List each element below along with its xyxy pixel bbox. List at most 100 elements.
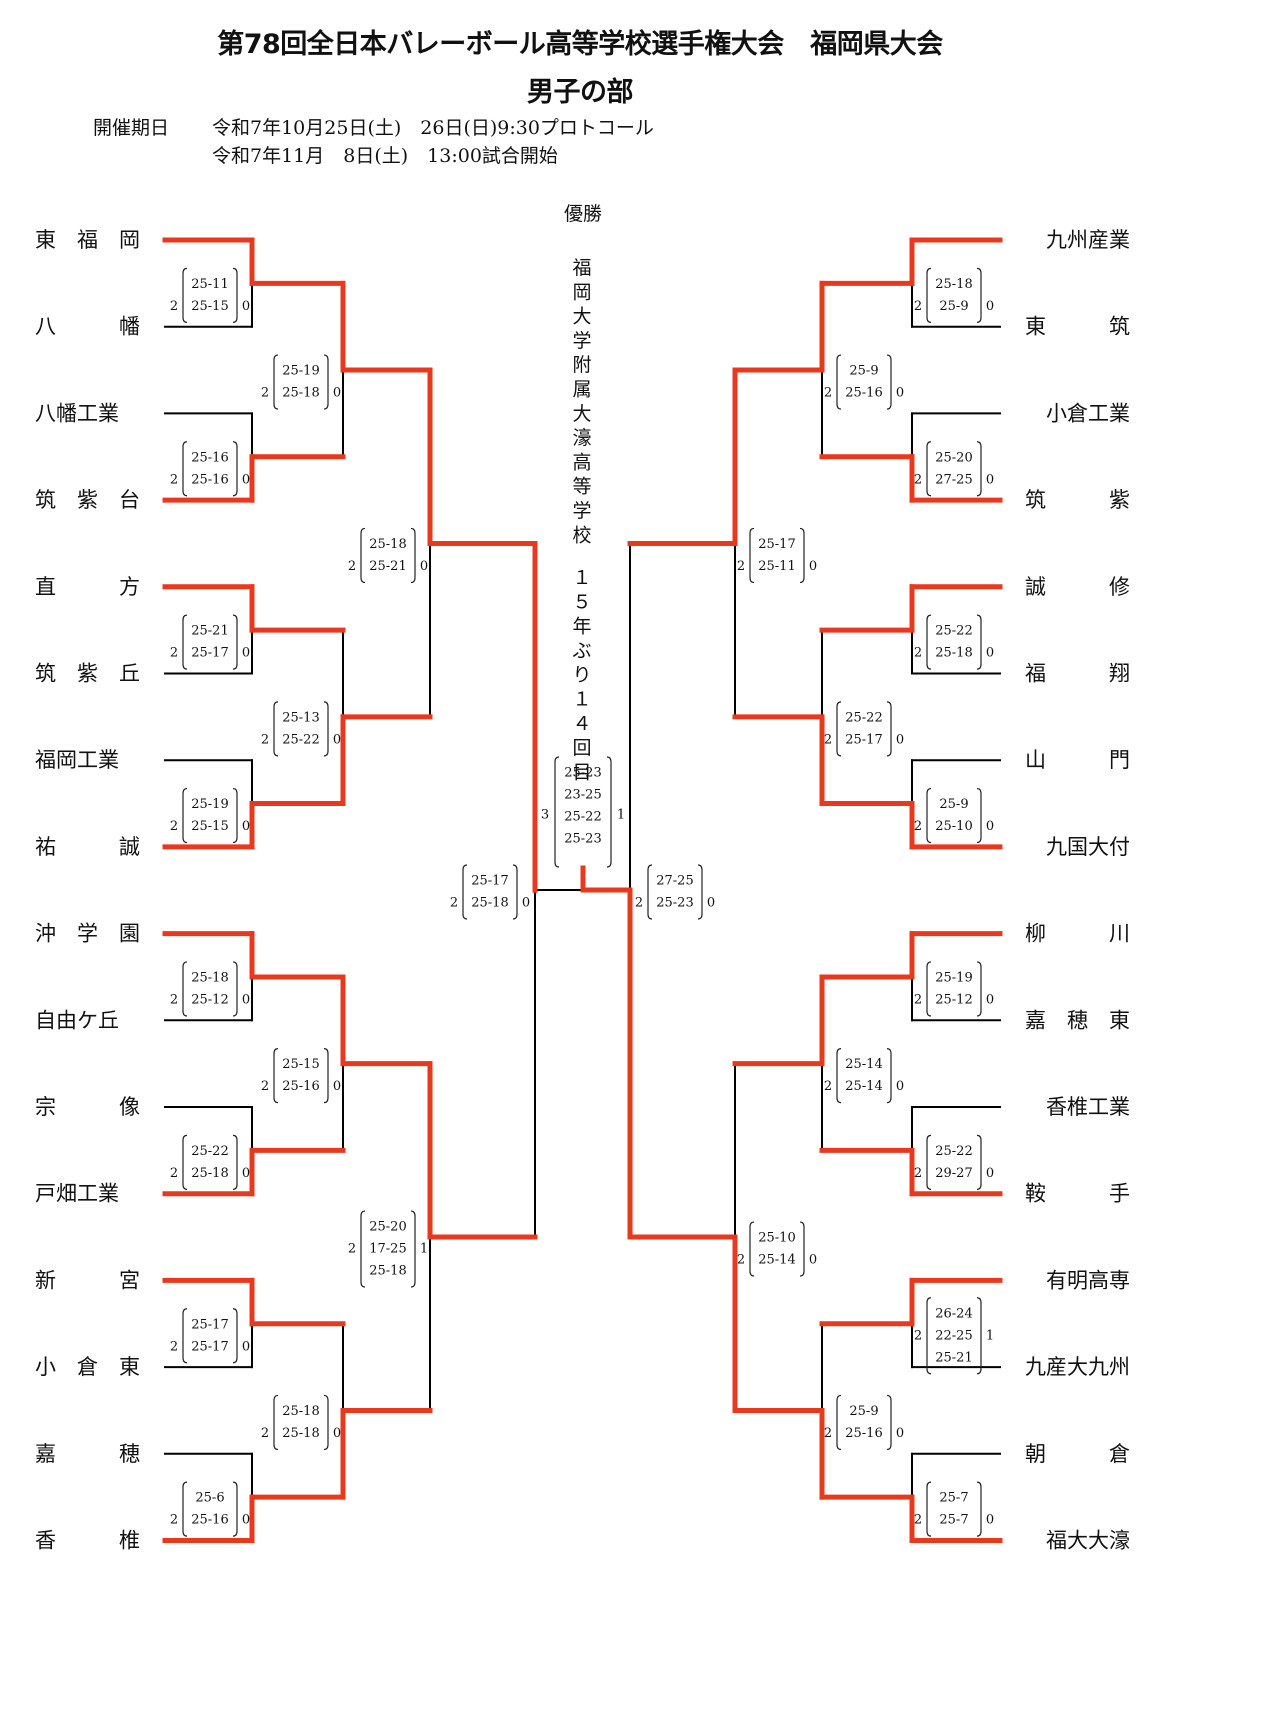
score-bracket-right	[976, 267, 982, 323]
set-score: 25-17	[191, 646, 228, 661]
set-score: 25-7	[939, 1513, 968, 1528]
sets-won-left: 2	[261, 386, 269, 401]
set-score: 27-25	[935, 472, 972, 487]
champion-note-char: 目	[572, 761, 591, 783]
sets-won-left: 2	[914, 1166, 922, 1181]
sets-won-left: 2	[635, 896, 643, 911]
division-title: 男子の部	[527, 77, 634, 108]
team-name: 新 宮	[35, 1268, 140, 1292]
team-name: 朝 倉	[1025, 1442, 1130, 1466]
sets-won-right: 0	[986, 992, 994, 1007]
champion-note-char: ぶ	[572, 640, 591, 662]
champion-name-char: 濠	[572, 427, 591, 449]
score-bracket-right	[232, 441, 238, 497]
score-bracket-left	[182, 267, 188, 323]
team-name: 柳 川	[1025, 922, 1130, 946]
score-bracket-left	[926, 787, 932, 844]
sets-won-left: 2	[261, 1079, 269, 1094]
sets-won-left: 2	[261, 1426, 269, 1441]
set-score: 25-16	[191, 472, 228, 487]
set-score: 25-17	[471, 874, 508, 889]
champion-name-char: 高	[572, 451, 591, 473]
score-bracket-right	[886, 354, 892, 410]
score-bracket-right	[232, 961, 238, 1017]
set-score: 25-14	[845, 1079, 882, 1094]
sets-won-left: 2	[261, 732, 269, 747]
score-bracket-right	[976, 614, 982, 670]
set-score: 25-17	[191, 1317, 228, 1332]
score-bracket-right	[232, 1481, 238, 1537]
sets-won-left: 2	[170, 1166, 178, 1181]
set-score: 25-15	[191, 819, 228, 834]
sets-won-left: 2	[914, 646, 922, 661]
score-bracket-left	[182, 1134, 188, 1190]
set-score: 25-23	[656, 896, 693, 911]
set-score: 25-6	[195, 1491, 224, 1506]
champion-name-char: 大	[572, 306, 591, 328]
team-name: 筑 紫 丘	[35, 662, 140, 686]
sets-won-left: 2	[824, 732, 832, 747]
set-score: 25-22	[191, 1144, 228, 1159]
set-score: 26-24	[935, 1306, 972, 1321]
sets-won-right: 0	[986, 472, 994, 487]
team-name: 九産大九州	[1025, 1355, 1130, 1379]
score-bracket-left	[836, 354, 842, 410]
set-score: 25-11	[758, 559, 795, 574]
set-score: 25-19	[191, 797, 228, 812]
sets-won-right: 0	[986, 299, 994, 314]
sets-won-left: 2	[170, 646, 178, 661]
set-score: 25-11	[191, 277, 228, 292]
score-bracket-left	[462, 864, 468, 920]
final-set-score: 25-22	[564, 810, 601, 825]
set-score: 25-17	[191, 1339, 228, 1354]
sets-won-left: 2	[914, 299, 922, 314]
team-name: 戸畑工業	[35, 1182, 119, 1206]
set-score: 25-18	[471, 896, 508, 911]
sets-won-left: 2	[914, 472, 922, 487]
sets-won-left: 2	[824, 1079, 832, 1094]
team-name: 沖 学 園	[35, 922, 140, 946]
set-score: 25-18	[282, 386, 319, 401]
score-bracket-right	[886, 1394, 892, 1451]
score-bracket-left	[926, 614, 932, 670]
sets-won-right: 0	[896, 1426, 904, 1441]
champion-name-char: 校	[572, 524, 591, 546]
set-score: 25-9	[849, 1404, 878, 1419]
sets-won-left: 2	[170, 1513, 178, 1528]
team-name: 小 倉 東	[35, 1355, 140, 1379]
team-name: 小倉工業	[1046, 401, 1130, 425]
score-bracket-right	[697, 864, 703, 920]
team-name: 宗 像	[35, 1095, 140, 1119]
score-bracket-right	[323, 1048, 329, 1104]
team-name: 鞍 手	[1025, 1182, 1130, 1206]
sets-won-right: 0	[809, 1253, 817, 1268]
team-name: 嘉 穂 東	[1025, 1008, 1130, 1032]
score-bracket-left	[836, 1048, 842, 1104]
team-name: 筑 紫 台	[35, 488, 140, 512]
sets-won-right: 0	[896, 386, 904, 401]
sets-won-left: 2	[914, 1513, 922, 1528]
set-score: 25-12	[935, 992, 972, 1007]
set-score: 25-12	[191, 992, 228, 1007]
champion-name-char: 岡	[572, 281, 591, 303]
set-score: 25-16	[845, 1426, 882, 1441]
score-bracket-right	[323, 354, 329, 410]
sets-won-left: 2	[737, 1253, 745, 1268]
team-name: 有明高専	[1046, 1268, 1130, 1292]
team-name: 東 福 岡	[35, 228, 140, 252]
sets-won-right: 0	[242, 299, 250, 314]
score-bracket-right	[232, 787, 238, 844]
sets-won-left: 2	[450, 896, 458, 911]
tournament-title: 第78回全日本バレーボール高等学校選手権大会 福岡県大会	[217, 29, 943, 60]
schedule-line-2: 令和7年11月 8日(土) 13:00試合開始	[212, 145, 558, 167]
sets-won-right: 0	[896, 732, 904, 747]
sets-won-left: 2	[824, 386, 832, 401]
champion-label: 優勝	[564, 203, 602, 225]
sets-won-right: 0	[420, 559, 428, 574]
sets-won-right: 0	[333, 386, 341, 401]
score-bracket-right	[976, 441, 982, 497]
team-name: 香椎工業	[1046, 1095, 1130, 1119]
set-score: 25-14	[758, 1253, 795, 1268]
score-bracket-left	[182, 1481, 188, 1537]
